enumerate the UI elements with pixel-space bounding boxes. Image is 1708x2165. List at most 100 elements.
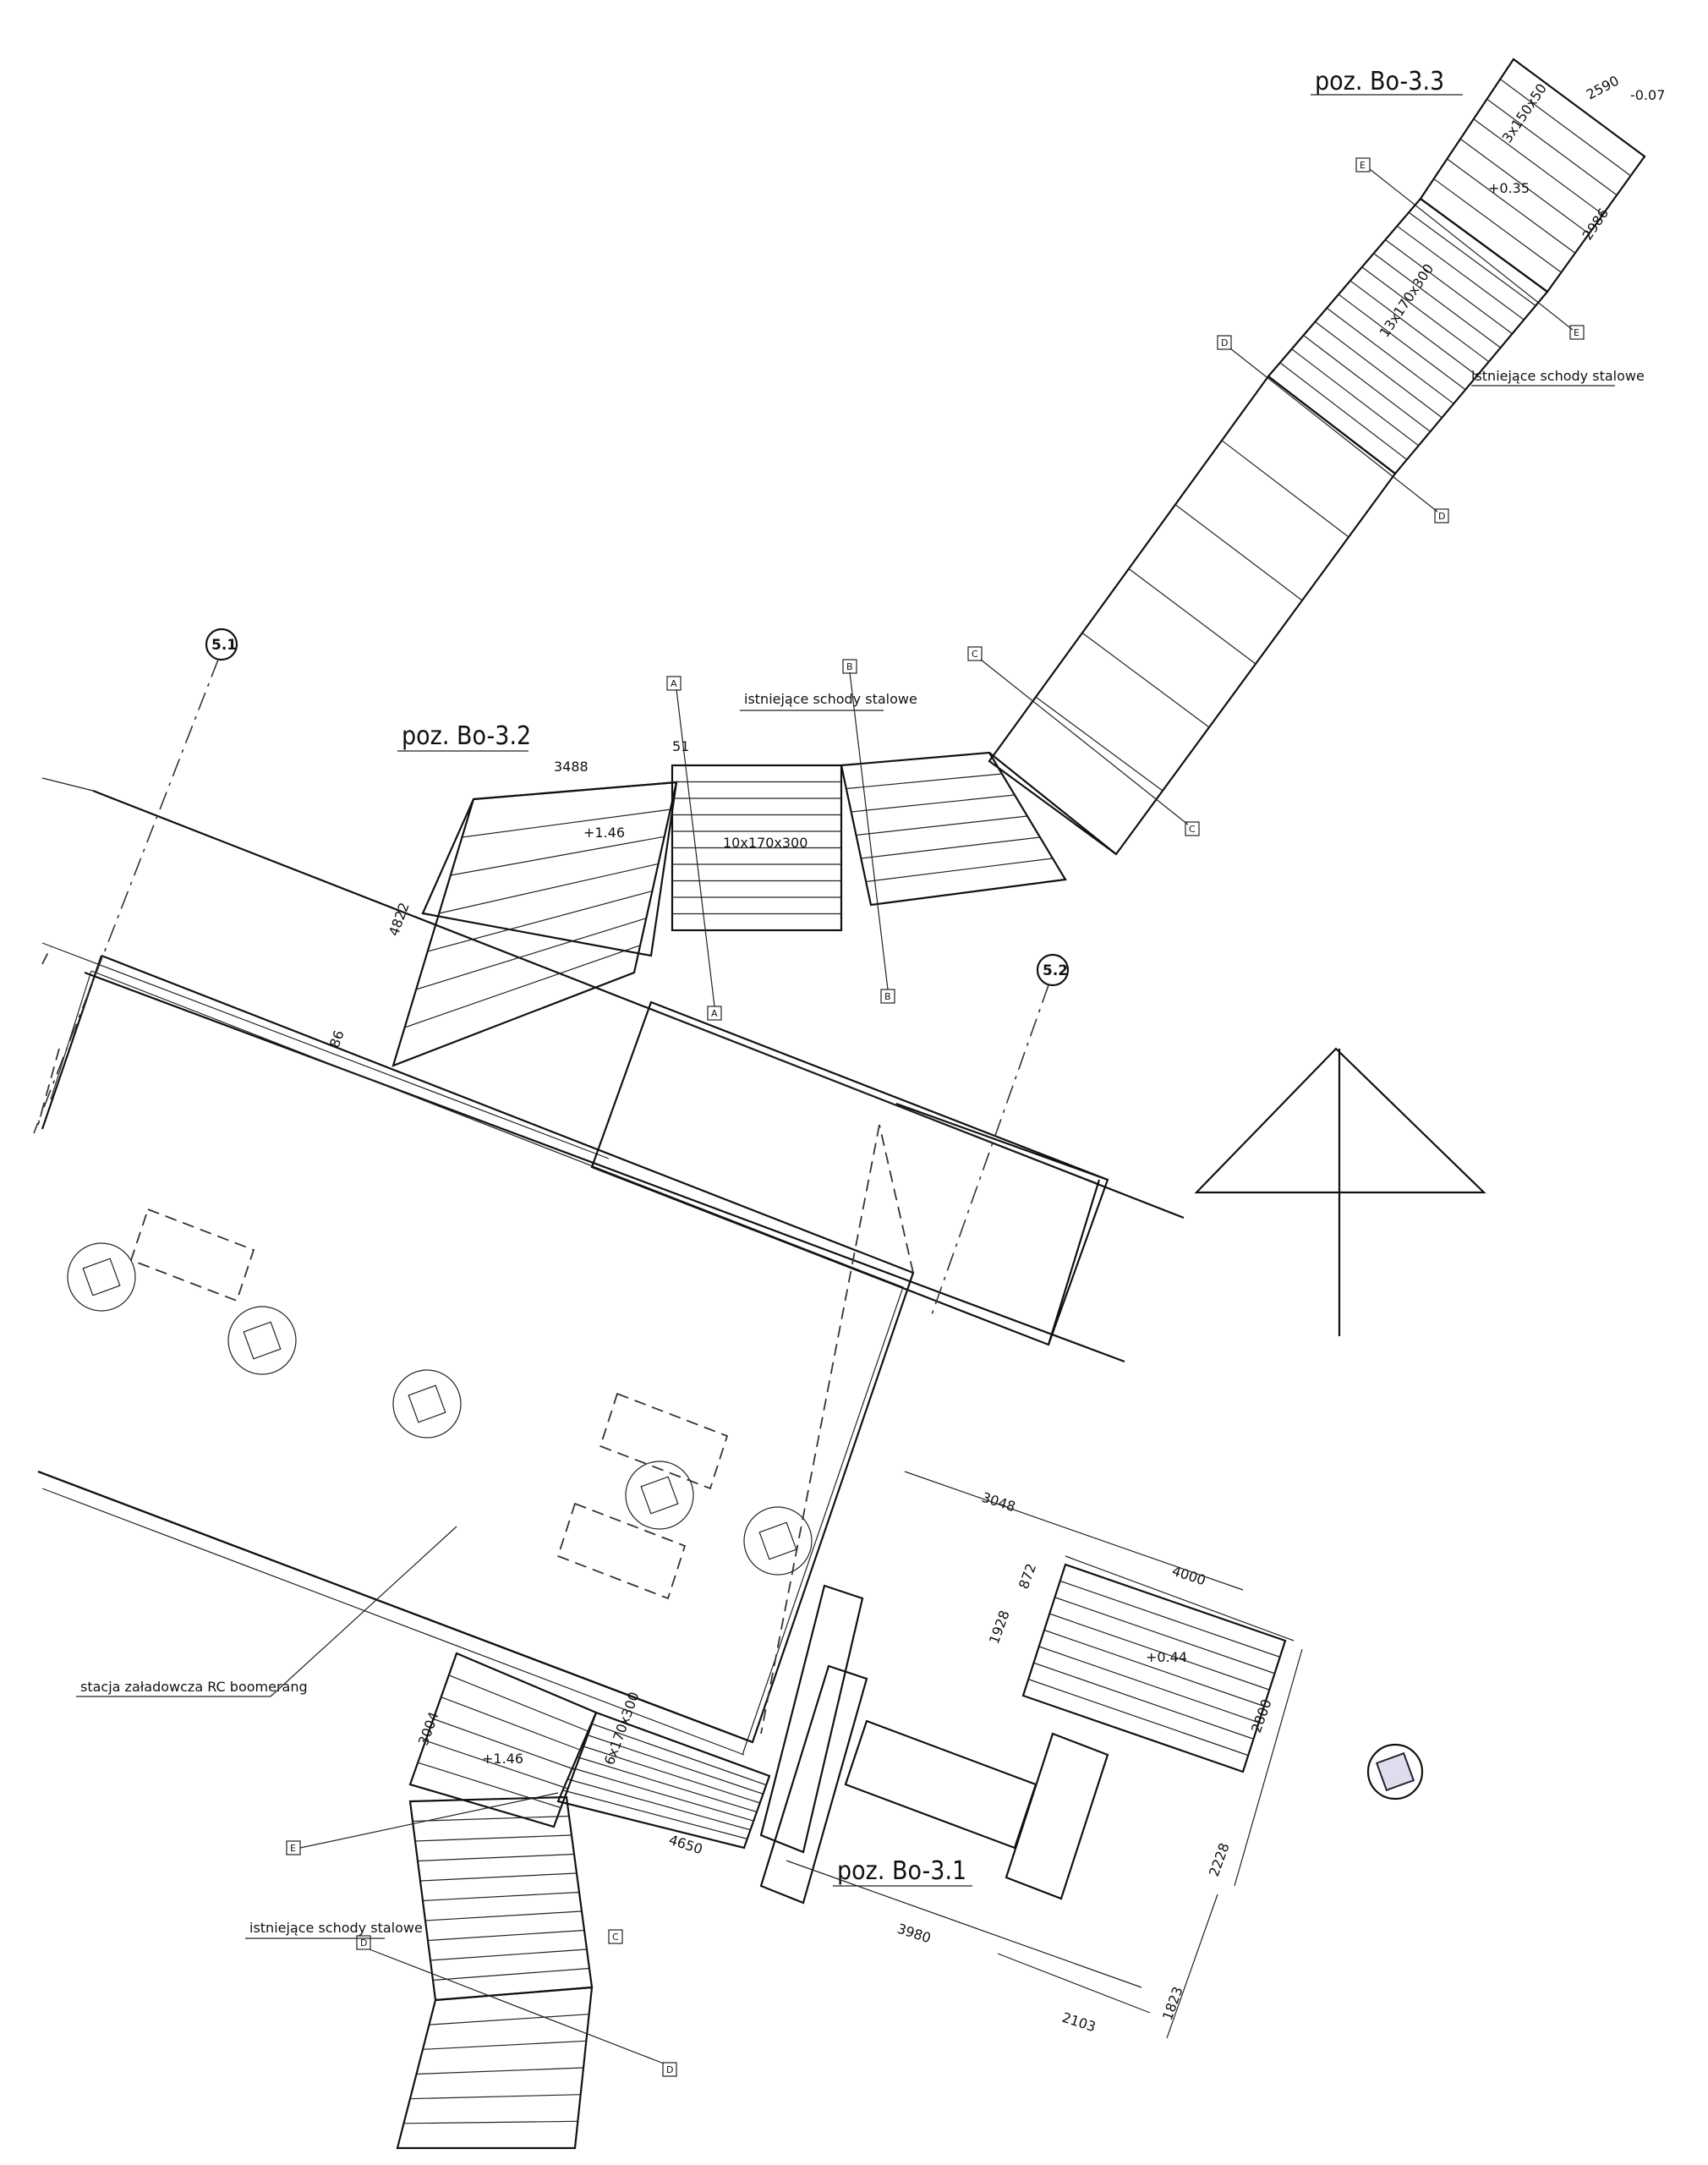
stair-tread [1499,79,1631,177]
stair-bo-3-3: poz. Bo-3.3 istniejące schody stalowe 25… [988,58,1665,856]
dim-2590: 2590 [1584,73,1622,103]
stair-tread [846,773,1003,790]
dim-2986: 2986 [1579,206,1612,243]
stair-tread [1385,238,1513,335]
dim-10x: 10x170x300 [723,835,807,851]
label-bo-3-3: poz. Bo-3.3 [1315,67,1444,96]
stair-tread [417,1853,575,1862]
stair-tread [429,2014,589,2025]
stair-tread [1373,253,1501,348]
dim-1823: 1823 [1159,1985,1186,2023]
dim-4650: 4650 [667,1832,705,1858]
stair-tread [856,815,1028,836]
stair-tread [1349,280,1478,376]
stair-tread [417,1762,561,1809]
stair-tread [448,1674,589,1733]
stair-tread [1447,158,1576,254]
stair-tread [419,1872,578,1882]
label-bo-3-1: poz. Bo-3.1 [837,1856,966,1886]
label-stairs-mid: istniejące schody stalowe [744,691,917,707]
north-arrow [1194,1047,1486,1336]
dim-2800: 2800 [1248,1697,1275,1735]
stair-tread [450,836,665,876]
stair-tread [1486,98,1618,196]
label-stairs-bottom: istniejące schody stalowe [249,1920,423,1936]
stair-tread [412,1815,570,1822]
dim-872: 872 [1015,1561,1039,1591]
label-station: stacja załadowcza RC boomerang [80,1679,308,1695]
stair-tread [1081,632,1210,728]
stair-tread [1338,293,1466,391]
stair-tread [1291,348,1420,447]
stair-tread [1433,178,1562,273]
stair-tread [1054,1597,1275,1674]
grid-axis-5-2: 5.2 [929,953,1070,1320]
dim-2103: 2103 [1060,2009,1098,2036]
stair-tread [1459,138,1590,234]
stair-tread [425,1740,568,1790]
dim-6x: 6x170x300 [601,1690,643,1767]
dim-p044: +0.44 [1146,1649,1187,1665]
grid-axis-5-1: 5.1 [33,628,238,1134]
stair-tread [567,1779,751,1831]
section-d-bottom: D [1438,511,1445,522]
section-d-right: D [666,2064,673,2075]
stair-tread [1408,211,1536,307]
stair-tread [430,1948,588,1961]
stair-tread [422,2040,587,2050]
stair-bo-3-2: poz. Bo-3.2 istniejące schody stalowe 34… [326,691,1117,1067]
stair-tread [422,1891,580,1902]
stair-tread [1221,440,1349,538]
stair-tread [427,1929,585,1942]
section-d-left: D [360,1938,367,1948]
stair-tread [1279,362,1408,460]
section-e-top: E [1360,160,1366,171]
stair-tread [1315,321,1442,419]
stair-tread [861,836,1041,859]
stair-tread [572,1768,754,1822]
stair-tread [1128,568,1256,665]
dim-p146b: +1.46 [482,1751,523,1767]
dim-51: 51 [672,738,689,754]
stair-tread [591,1723,767,1786]
section-c-top: C [972,649,978,660]
section-b-top: B [846,661,853,672]
building-outline [37,777,1185,1756]
dim-3488: 3488 [554,759,588,775]
stair-tread [1049,1613,1270,1691]
dim-86: 86 [326,1028,348,1050]
stair-tread [581,1745,760,1804]
label-stairs-top: istniejące schody stalowe [1471,368,1645,384]
building-columns [67,1208,1424,1801]
stair-tread [1028,1679,1249,1757]
section-e-bottom: E [1574,327,1579,338]
stair-tread [1174,504,1303,601]
dim-m007: -0.07 [1630,87,1665,103]
stair-tread [403,2120,578,2124]
stair-tread [1035,696,1163,792]
stair-tread [409,2094,581,2100]
stair-tread [427,890,653,952]
stair-tread [433,1718,576,1771]
stair-tread [462,808,671,838]
dim-p146: +1.46 [583,825,625,841]
axis-label-5-1: 5.1 [211,637,237,654]
stair-tread [416,2067,584,2075]
stair-tread [1326,307,1454,404]
stair-tread [866,858,1054,883]
stair-tread [562,1790,747,1839]
label-bo-3-2: poz. Bo-3.2 [402,721,531,751]
stair-tread [415,918,647,990]
stair-tread [424,1910,583,1921]
dim-3004: 3004 [415,1710,442,1748]
stair-tread [404,945,641,1028]
section-d-top: D [1221,337,1228,348]
stair-tread [851,794,1015,813]
dim-13x: 13x170x300 [1377,260,1437,340]
section-c-bottom: C [1189,824,1196,835]
stair-tread [1038,1646,1259,1724]
section-a-bottom: A [711,1008,718,1019]
dim-2228: 2228 [1206,1841,1233,1879]
stair-bo-3-1: poz. Bo-3.1 istniejące schody stalowe st… [76,1471,1303,2150]
